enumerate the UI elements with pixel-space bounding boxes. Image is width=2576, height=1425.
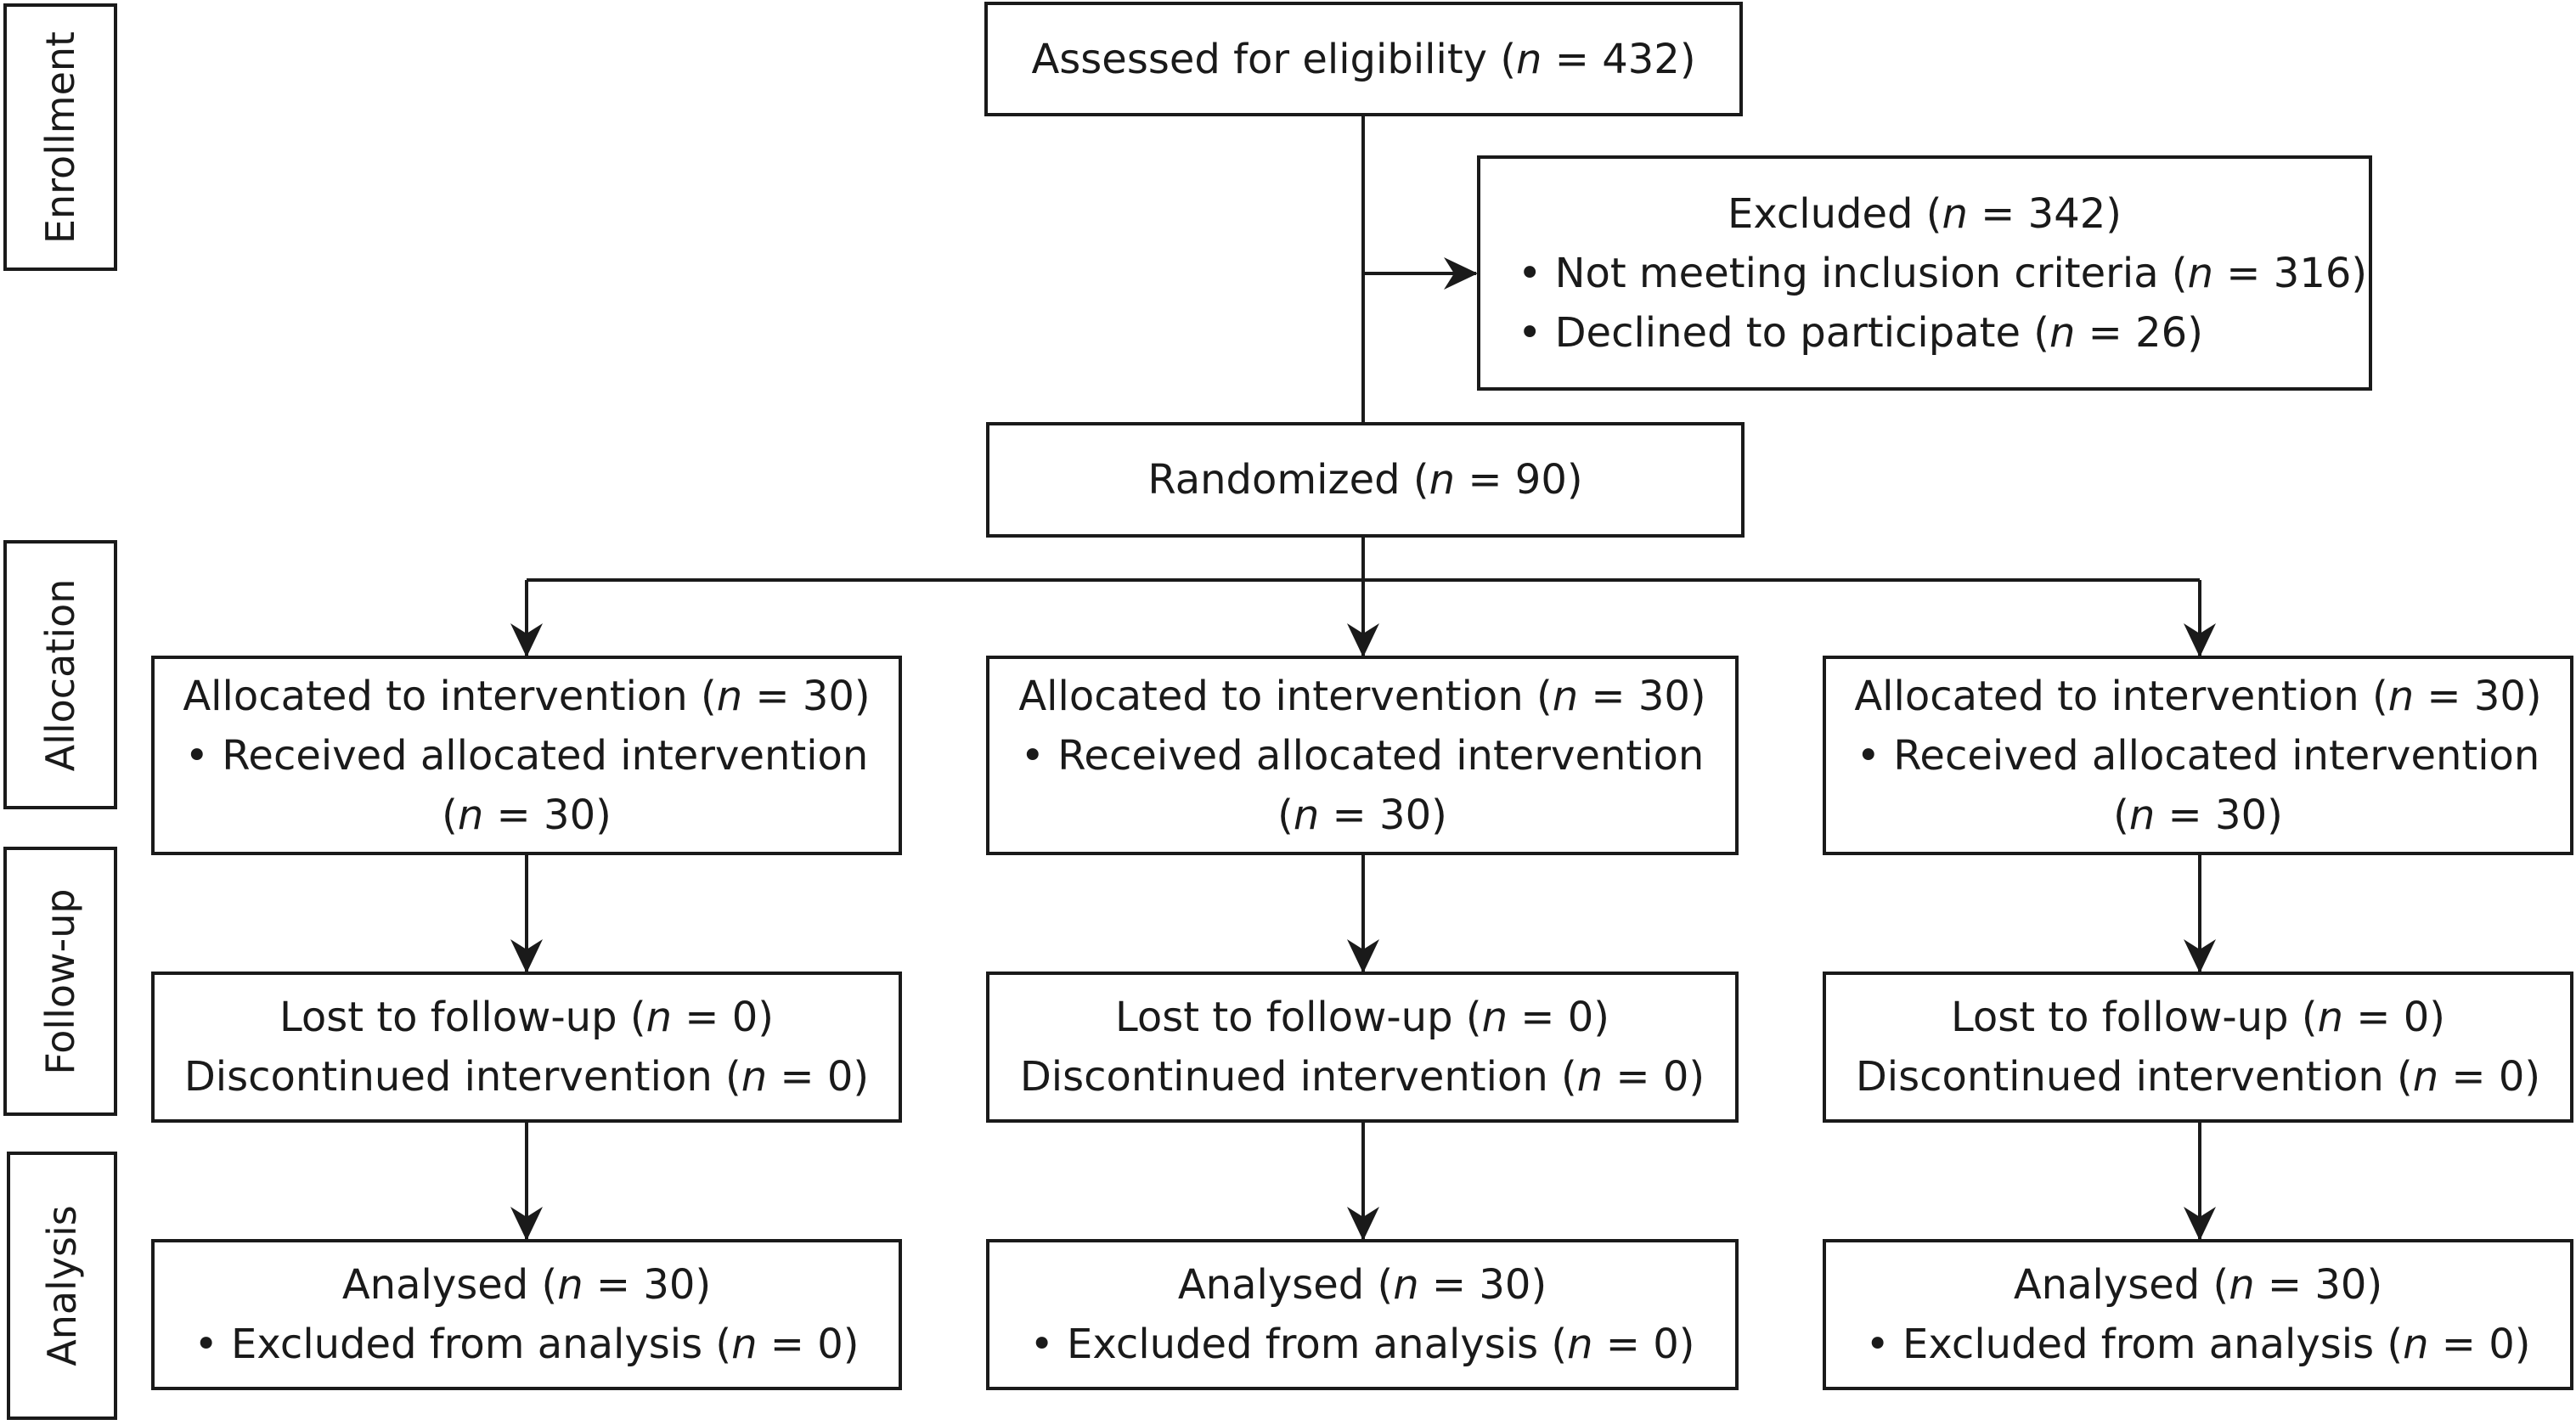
arm-2-lost: Lost to follow-up (n = 0) [1115, 994, 1609, 1041]
arm-1-received: • Received allocated intervention [184, 731, 869, 780]
arm-2-excluded-analysis: • Excluded from analysis (n = 0) [1029, 1321, 1695, 1368]
arm-2-discontinued: Discontinued intervention (n = 0) [1019, 1053, 1705, 1101]
arrowhead-arm-3-followup [2184, 939, 2216, 973]
arm-3-followup-box: Lost to follow-up (n = 0) Discontinued i… [1823, 972, 2573, 1123]
randomized-text: Randomized (n = 90) [1147, 456, 1583, 504]
arrowhead-arm-3-analysis [2184, 1207, 2216, 1241]
assessed-text: Assessed for eligibility (n = 432) [1031, 35, 1696, 83]
arrowhead-arm-3-allocation [2184, 623, 2216, 657]
arm-2-analysed: Analysed (n = 30) [1177, 1261, 1547, 1309]
stage-followup-label: Follow-up [37, 887, 83, 1075]
arm-1-followup-box: Lost to follow-up (n = 0) Discontinued i… [151, 972, 902, 1123]
arm-2-allocation-box: Allocated to intervention (n = 30) • Rec… [986, 656, 1739, 855]
excluded-reason-declined: • Declined to participate (n = 26) [1518, 308, 2203, 357]
arm-3-allocated: Allocated to intervention (n = 30) [1854, 672, 2542, 720]
arm-3-lost: Lost to follow-up (n = 0) [1951, 994, 2445, 1041]
arm-1-lost: Lost to follow-up (n = 0) [279, 994, 774, 1041]
arm-2-allocated: Allocated to intervention (n = 30) [1018, 672, 1706, 720]
arrowhead-arm-1-allocation [510, 623, 543, 657]
arm-3-analysed: Analysed (n = 30) [2013, 1261, 2383, 1309]
arm-1-allocated: Allocated to intervention (n = 30) [183, 672, 871, 720]
arm-1-excluded-analysis: • Excluded from analysis (n = 0) [194, 1321, 860, 1368]
arm-3-excluded-analysis: • Excluded from analysis (n = 0) [1865, 1321, 2531, 1368]
arm-1-discontinued: Discontinued intervention (n = 0) [183, 1053, 870, 1101]
excluded-title: Excluded (n = 342) [1728, 189, 2122, 238]
stage-followup: Follow-up [3, 847, 117, 1116]
arm-1-received-n: (n = 30) [442, 791, 612, 839]
arm-1-analysis-box: Analysed (n = 30) • Excluded from analys… [151, 1239, 902, 1390]
arm-3-allocation-box: Allocated to intervention (n = 30) • Rec… [1823, 656, 2573, 855]
arm-1-allocation-box: Allocated to intervention (n = 30) • Rec… [151, 656, 902, 855]
randomized-box: Randomized (n = 90) [986, 422, 1745, 538]
stage-allocation-label: Allocation [37, 578, 83, 771]
arm-2-received: • Received allocated intervention [1020, 731, 1705, 780]
arrowhead-arm-2-analysis [1347, 1207, 1379, 1241]
stage-enrollment: Enrollment [3, 3, 117, 271]
arrowhead-arm-1-analysis [510, 1207, 543, 1241]
arrowhead-arm-1-followup [510, 939, 543, 973]
arrowhead-excluded [1444, 257, 1478, 290]
arm-3-analysis-box: Analysed (n = 30) • Excluded from analys… [1823, 1239, 2573, 1390]
arm-3-discontinued: Discontinued intervention (n = 0) [1855, 1053, 2541, 1101]
arm-1-analysed: Analysed (n = 30) [341, 1261, 712, 1309]
excluded-reason-inclusion: • Not meeting inclusion criteria (n = 31… [1518, 249, 2368, 297]
arm-2-followup-box: Lost to follow-up (n = 0) Discontinued i… [986, 972, 1739, 1123]
arrowhead-arm-2-followup [1347, 939, 1379, 973]
stage-enrollment-label: Enrollment [37, 31, 83, 244]
arm-3-received: • Received allocated intervention [1856, 731, 2540, 780]
stage-analysis-label: Analysis [39, 1205, 85, 1366]
arm-2-received-n: (n = 30) [1277, 791, 1447, 839]
assessed-box: Assessed for eligibility (n = 432) [984, 2, 1743, 116]
stage-allocation: Allocation [3, 540, 117, 809]
excluded-box: Excluded (n = 342) • Not meeting inclusi… [1477, 155, 2372, 391]
arm-2-analysis-box: Analysed (n = 30) • Excluded from analys… [986, 1239, 1739, 1390]
arrowhead-arm-2-allocation [1347, 623, 1379, 657]
stage-analysis: Analysis [7, 1152, 117, 1420]
arm-3-received-n: (n = 30) [2113, 791, 2283, 839]
